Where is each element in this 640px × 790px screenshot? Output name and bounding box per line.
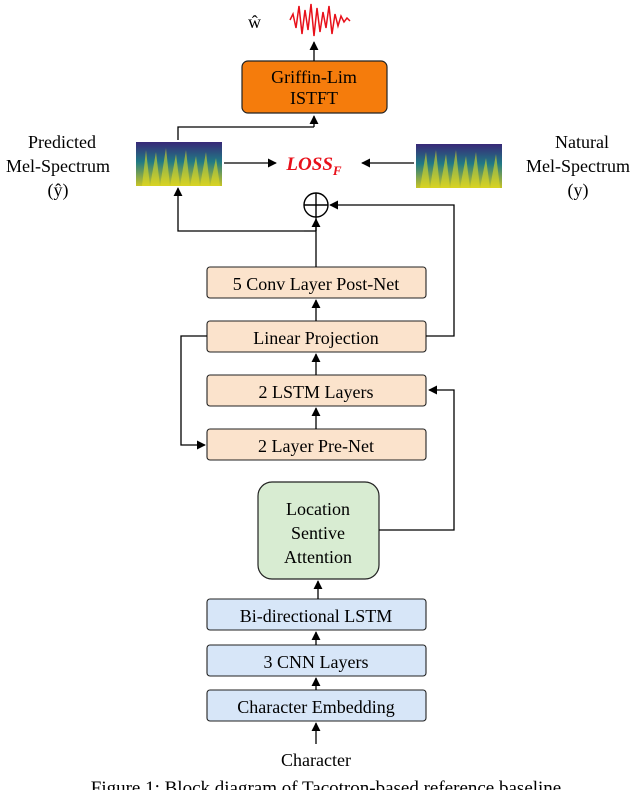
postnet-label: 5 Conv Layer Post-Net — [233, 274, 399, 294]
linear-projection-block: Linear Projection — [206, 320, 427, 353]
attention-line1: Location — [286, 499, 350, 519]
loss-label: LOSSF — [285, 154, 341, 178]
natural-spectrogram-image — [416, 144, 502, 188]
loss-main: LOSS — [285, 154, 332, 175]
predicted-label-line3: (ŷ) — [48, 180, 69, 201]
predicted-label-line2: Mel-Spectrum — [6, 156, 110, 176]
char-embedding-block: Character Embedding — [206, 689, 427, 722]
bilstm-block: Bi-directional LSTM — [206, 598, 427, 631]
natural-label-line1: Natural — [555, 132, 609, 152]
sum-node — [303, 192, 329, 218]
predicted-spectrogram-image — [136, 142, 222, 186]
prenet-label: 2 Layer Pre-Net — [258, 436, 374, 456]
prenet-block: 2 Layer Pre-Net — [206, 428, 427, 461]
postnet-block: 5 Conv Layer Post-Net — [206, 266, 427, 299]
lstm-layers-label: 2 LSTM Layers — [259, 382, 374, 402]
natural-label-line2: Mel-Spectrum — [526, 156, 630, 176]
lstm-layers-block: 2 LSTM Layers — [206, 374, 427, 407]
input-label: Character — [281, 750, 351, 770]
bilstm-label: Bi-directional LSTM — [240, 606, 392, 626]
cnn-layers-block: 3 CNN Layers — [206, 644, 427, 677]
predicted-label-line1: Predicted — [28, 132, 96, 152]
natural-label-line3: (y) — [568, 180, 589, 201]
attention-block: Location Sentive Attention — [257, 481, 380, 580]
attention-line2: Sentive — [291, 523, 345, 543]
griffin-lim-line1: Griffin-Lim — [271, 67, 357, 87]
cnn-layers-label: 3 CNN Layers — [264, 652, 369, 672]
figure-caption: Figure 1: Block diagram of Tacotron-base… — [91, 778, 562, 790]
linear-projection-label: Linear Projection — [253, 328, 378, 348]
char-embedding-label: Character Embedding — [237, 697, 394, 717]
loss-sub: F — [332, 163, 342, 178]
attention-line3: Attention — [284, 547, 352, 567]
griffin-lim-line2: ISTFT — [290, 88, 338, 108]
output-symbol: ŵ — [248, 12, 261, 32]
waveform-icon — [289, 3, 351, 37]
griffin-lim-block: Griffin-Lim ISTFT — [241, 60, 388, 114]
